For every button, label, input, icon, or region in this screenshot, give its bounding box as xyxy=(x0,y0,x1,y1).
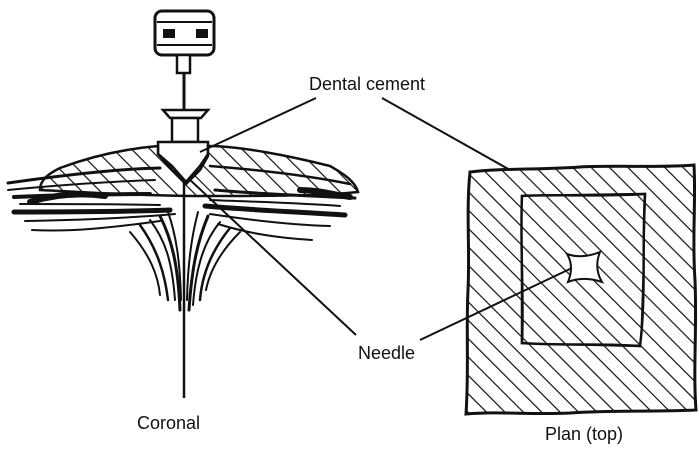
needle-label: Needle xyxy=(358,343,415,363)
cement-leader-left xyxy=(200,98,316,152)
coronal-label: Coronal xyxy=(137,413,200,433)
cement-leader-right xyxy=(382,98,510,170)
dental-cement-label: Dental cement xyxy=(309,74,425,94)
needle-hole xyxy=(567,252,602,282)
plan-top-label: Plan (top) xyxy=(545,424,623,444)
plan-view xyxy=(466,165,696,414)
coronal-view xyxy=(8,11,358,398)
electrode-holder-icon xyxy=(155,11,214,110)
